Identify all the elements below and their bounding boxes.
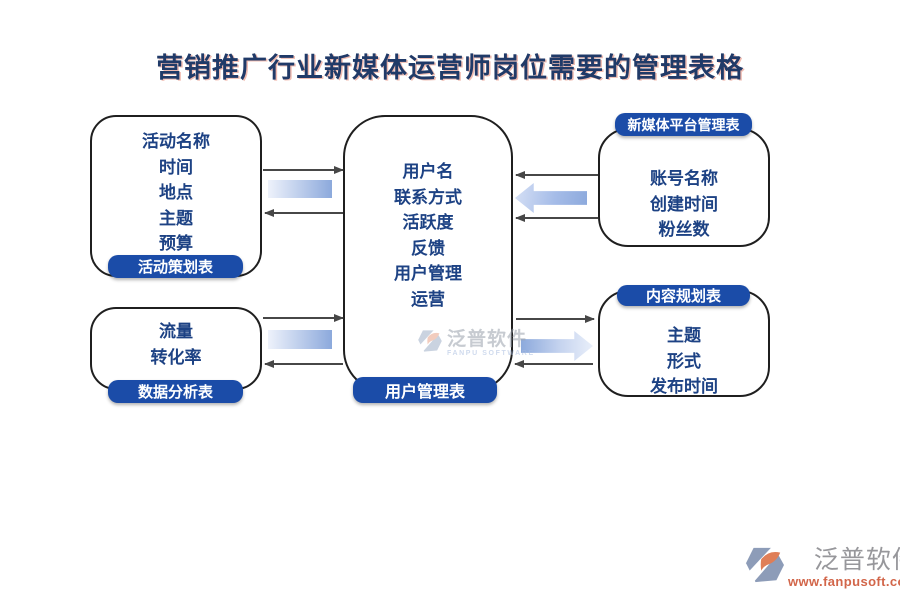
data-analysis-badge: 数据分析表: [108, 380, 243, 403]
page-title: 营销推广行业新媒体运营师岗位需要的管理表格: [156, 53, 744, 83]
field-label: 活跃度: [402, 213, 454, 232]
field-label: 预算: [159, 234, 193, 254]
field-label: 转化率: [150, 347, 202, 367]
field-label: 时间: [159, 157, 193, 177]
arrow-left-icon: [514, 360, 593, 368]
field-label: 联系方式: [394, 187, 462, 207]
watermark-brand-en: FANPU SOFTWARE: [447, 350, 535, 357]
content-plan-box: 主题 形式 发布时间: [598, 290, 770, 397]
data-analysis-box: 流量 转化率: [90, 307, 262, 390]
arrow-left-icon: [264, 209, 343, 217]
platform-management-box: 账号名称 创建时间 粉丝数: [598, 128, 770, 247]
field-label: 主题: [159, 208, 193, 228]
watermark-brand: 泛普软件: [447, 329, 528, 350]
arrow-right-icon: [263, 314, 344, 322]
field-label: 创建时间: [650, 194, 718, 214]
fanpu-logo-icon: [417, 329, 443, 358]
footer-logo: 泛普软件 www.fanpusoft.com: [744, 546, 900, 589]
arrow-right-icon: [263, 166, 344, 174]
arrow-left-icon: [515, 171, 598, 179]
fanpu-logo-icon: [744, 546, 786, 589]
watermark: 泛普软件 FANPU SOFTWARE: [417, 329, 535, 358]
block-arrow-left-icon: [515, 183, 587, 213]
field-label: 主题: [667, 326, 701, 345]
field-label: 发布时间: [650, 377, 718, 396]
gradient-bar-icon: [268, 330, 332, 349]
content-plan-badge: 内容规划表: [617, 285, 750, 306]
field-label: 运营: [411, 289, 445, 309]
field-label: 流量: [159, 322, 193, 341]
arrow-right-icon: [516, 315, 595, 323]
footer-url: www.fanpusoft.com: [788, 574, 900, 589]
arrow-left-icon: [515, 214, 598, 222]
field-label: 账号名称: [650, 169, 718, 188]
footer-brand: 泛普软件: [813, 546, 900, 574]
platform-management-badge: 新媒体平台管理表: [615, 113, 752, 136]
field-label: 地点: [159, 183, 193, 203]
activity-plan-badge: 活动策划表: [108, 255, 243, 278]
field-label: 形式: [667, 351, 701, 371]
gradient-bar-icon: [268, 180, 332, 198]
field-label: 用户名: [402, 162, 454, 181]
field-label: 用户管理: [394, 264, 462, 283]
field-label: 反馈: [411, 238, 445, 258]
field-label: 粉丝数: [658, 220, 710, 239]
field-label: 活动名称: [142, 132, 210, 152]
arrow-left-icon: [264, 360, 343, 368]
user-management-badge: 用户管理表: [353, 377, 497, 403]
activity-plan-box: 活动名称 时间 地点 主题 预算: [90, 115, 262, 277]
